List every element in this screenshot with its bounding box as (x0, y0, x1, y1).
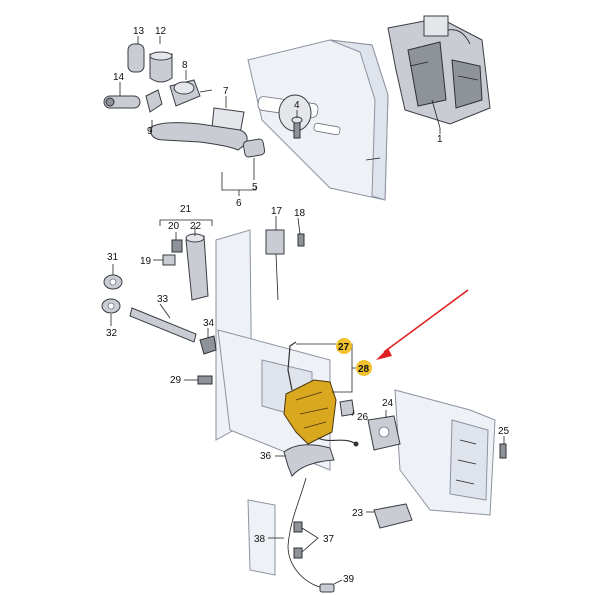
top-callout-leaders (119, 36, 441, 196)
callout-27-highlight (336, 338, 352, 354)
handle-parts-bottom (101, 229, 507, 593)
callout-23: 23 (352, 508, 364, 519)
callout-labels: 13 12 14 8 9 7 4 5 6 1 21 20 22 17 18 19… (106, 26, 510, 585)
callout-24: 24 (382, 398, 394, 409)
callout-21: 21 (180, 204, 192, 215)
callout-38: 38 (254, 534, 266, 545)
callout-12: 12 (155, 26, 167, 37)
callout-39: 39 (343, 574, 355, 585)
callout-34: 34 (203, 318, 215, 329)
callout-33: 33 (157, 294, 169, 305)
callout-14: 14 (113, 72, 125, 83)
callout-9: 9 (147, 126, 153, 137)
callout-27: 27 (338, 342, 350, 353)
lock-module-top (387, 15, 491, 129)
callout-22: 22 (190, 221, 202, 232)
callout-8: 8 (182, 60, 188, 71)
callout-4: 4 (294, 100, 300, 111)
plug-34 (199, 335, 217, 355)
bottom-callout-leaders (110, 216, 505, 585)
bolt-29 (197, 375, 213, 385)
nut-20 (171, 239, 183, 253)
bottom-door-frame (215, 229, 496, 576)
rod-33 (129, 307, 197, 343)
bracket-13 (127, 43, 145, 73)
bolt-26 (339, 399, 355, 417)
callout-6: 6 (236, 198, 242, 209)
callout-28-highlight (356, 360, 372, 376)
clip-9 (145, 89, 163, 113)
callout-37: 37 (323, 534, 335, 545)
callout-5: 5 (252, 182, 258, 193)
handle-6 (149, 122, 248, 151)
red-arrow-pointer (376, 289, 469, 360)
callout-25: 25 (498, 426, 510, 437)
callout-36: 36 (260, 451, 272, 462)
callout-1: 1 (437, 134, 443, 145)
callout-29: 29 (170, 375, 182, 386)
callout-19: 19 (140, 256, 152, 267)
handle-parts-top (103, 43, 303, 158)
callout-17: 17 (271, 206, 283, 217)
callout-7: 7 (223, 86, 229, 97)
callout-31: 31 (107, 252, 119, 263)
callout-32: 32 (106, 328, 118, 339)
door-lock-actuator (283, 341, 359, 447)
clip-37b (293, 547, 303, 559)
bracket-36 (283, 444, 335, 477)
top-door-panel (247, 39, 389, 201)
clip-19 (162, 254, 176, 266)
cap-12 (149, 53, 173, 83)
callout-13: 13 (133, 26, 145, 37)
handle-22 (185, 235, 209, 301)
callout-26: 26 (357, 412, 369, 423)
clip-37a (293, 521, 303, 533)
callout-28: 28 (358, 364, 370, 375)
cap-5 (242, 138, 266, 158)
cover-17 (265, 229, 285, 255)
screw-25 (499, 443, 507, 459)
callout-20: 20 (168, 221, 180, 232)
end-39 (319, 583, 335, 593)
bolt-18 (297, 233, 305, 247)
callout-18: 18 (294, 208, 306, 219)
bracket-23 (373, 503, 413, 529)
